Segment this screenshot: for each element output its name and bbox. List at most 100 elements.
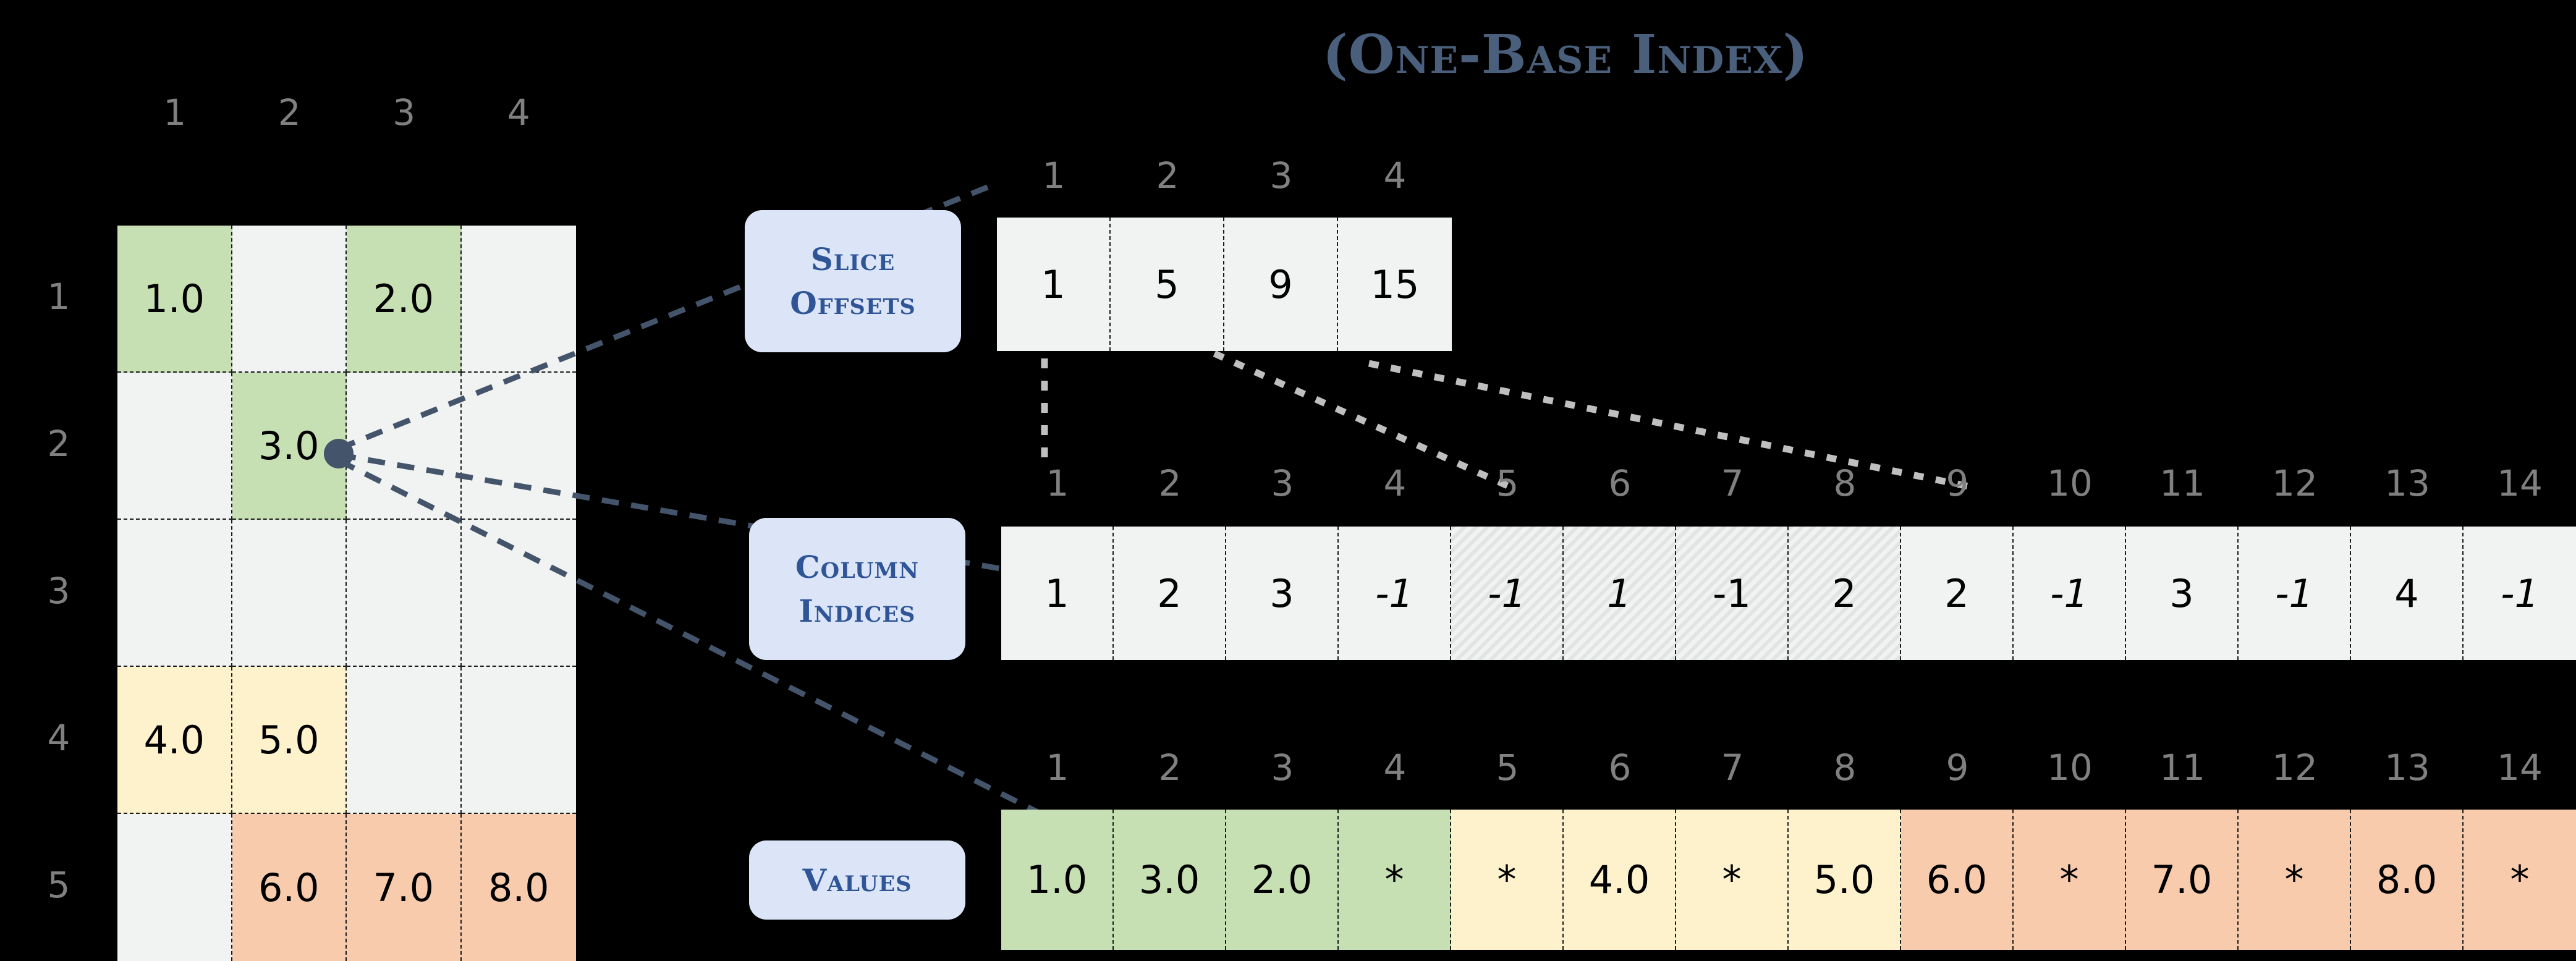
- matrix-row-header-4: 4: [47, 717, 70, 759]
- matrix-row-header-3: 3: [47, 570, 70, 612]
- column-indices-label-line1: Column: [795, 549, 920, 585]
- column-indices-header-4: 4: [1383, 462, 1407, 504]
- matrix-cell-r5-c2: 6.0: [232, 814, 347, 961]
- values-header-7: 7: [1721, 747, 1744, 789]
- values-label-text: Values: [802, 862, 912, 899]
- matrix-row: 1.0 2.0: [117, 226, 576, 373]
- slice-offsets-label-line2: Offsets: [790, 285, 916, 321]
- values-header-4: 4: [1383, 747, 1407, 789]
- values-header-13: 13: [2384, 747, 2430, 789]
- column-indices-header-14: 14: [2497, 462, 2543, 504]
- slice-offsets-label: Slice Offsets: [745, 210, 961, 352]
- matrix-cell-r1-c4: [461, 226, 576, 373]
- matrix-cell-r5-c4: 8.0: [461, 814, 576, 961]
- matrix-cell-r1-c1: 1.0: [117, 226, 232, 373]
- column-indices-header-5: 5: [1496, 462, 1519, 504]
- values-header-10: 10: [2047, 747, 2093, 789]
- matrix-cell-r2-c2: 3.0: [232, 373, 347, 520]
- values-cell-14: *: [2464, 810, 2576, 950]
- matrix-cell-r2-c1: [117, 373, 232, 520]
- slice-offsets-header-3: 3: [1269, 155, 1293, 197]
- slice-offsets-header-1: 1: [1042, 155, 1066, 197]
- matrix-cell-r1-c3: 2.0: [347, 226, 462, 373]
- column-indices-label: Column Indices: [749, 518, 965, 660]
- values-cell-10: *: [2014, 810, 2126, 950]
- column-indices-cell-3: 3: [1226, 527, 1339, 660]
- values-header-11: 11: [2159, 747, 2205, 789]
- values-cell-9: 6.0: [1901, 810, 2014, 950]
- slice-offsets-label-line1: Slice: [810, 241, 896, 277]
- matrix-row-header-5: 5: [47, 864, 70, 906]
- values-header-5: 5: [1496, 747, 1519, 789]
- column-indices-header-2: 2: [1158, 462, 1182, 504]
- column-indices-cell-4: -1: [1339, 527, 1451, 660]
- column-indices-cell-9: 2: [1901, 527, 2014, 660]
- matrix-cell-r3-c1: [117, 520, 232, 667]
- values-header-9: 9: [1946, 747, 1969, 789]
- values-cell-12: *: [2239, 810, 2351, 950]
- values-header-2: 2: [1158, 747, 1182, 789]
- column-indices-header-6: 6: [1608, 462, 1632, 504]
- matrix-cell-r5-c1: [117, 814, 232, 961]
- column-indices-cell-13: 4: [2351, 527, 2464, 660]
- matrix-col-header-1: 1: [163, 91, 187, 133]
- matrix-cell-r3-c4: [461, 520, 576, 667]
- values-header-1: 1: [1046, 747, 1069, 789]
- matrix-row: [117, 520, 576, 667]
- values-header-6: 6: [1608, 747, 1632, 789]
- column-indices-header-11: 11: [2159, 462, 2205, 504]
- column-indices-cell-2: 2: [1114, 527, 1226, 660]
- matrix-cell-r2-c3: [347, 373, 462, 520]
- values-cell-1: 1.0: [1001, 810, 1114, 950]
- column-indices-cell-1: 1: [1001, 527, 1114, 660]
- column-indices-cell-8: 2: [1789, 527, 1901, 660]
- slice-offsets-cell-1: 1: [997, 218, 1111, 351]
- column-indices-header-10: 10: [2047, 462, 2093, 504]
- values-cell-3: 2.0: [1226, 810, 1339, 950]
- column-indices-label-line2: Indices: [799, 593, 916, 629]
- column-indices-header-9: 9: [1946, 462, 1969, 504]
- matrix-col-header-4: 4: [507, 91, 530, 133]
- column-indices-cell-6: 1: [1564, 527, 1676, 660]
- values-header-12: 12: [2272, 747, 2318, 789]
- column-indices-header-7: 7: [1721, 462, 1744, 504]
- values-cell-5: *: [1451, 810, 1564, 950]
- matrix-row: 3.0: [117, 373, 576, 520]
- values-cell-11: 7.0: [2126, 810, 2239, 950]
- column-indices-cell-5: -1: [1451, 527, 1564, 660]
- column-indices-cell-11: 3: [2126, 527, 2239, 660]
- page-title: (One-Base Index): [1323, 23, 1809, 86]
- slice-offsets-cell-2: 5: [1111, 218, 1224, 351]
- matrix-col-header-3: 3: [392, 91, 416, 133]
- matrix-cell-r1-c2: [232, 226, 347, 373]
- column-indices-header-3: 3: [1271, 462, 1294, 504]
- values-cell-13: 8.0: [2351, 810, 2464, 950]
- slice-offsets-header-2: 2: [1156, 155, 1179, 197]
- slice-offsets-header-4: 4: [1383, 155, 1407, 197]
- matrix-cell-r3-c2: [232, 520, 347, 667]
- matrix-cell-r2-c4: [461, 373, 576, 520]
- matrix-cell-r4-c3: [347, 667, 462, 814]
- values-header-8: 8: [1833, 747, 1857, 789]
- matrix-row-header-2: 2: [47, 423, 70, 465]
- column-indices-cell-14: -1: [2464, 527, 2576, 660]
- column-indices-header-13: 13: [2384, 462, 2430, 504]
- column-indices-cell-7: -1: [1676, 527, 1789, 660]
- column-indices-header-1: 1: [1046, 462, 1069, 504]
- column-indices-header-12: 12: [2272, 462, 2318, 504]
- slice-offsets-cell-3: 9: [1224, 218, 1338, 351]
- values-cell-7: *: [1676, 810, 1789, 950]
- matrix-cell-r3-c3: [347, 520, 462, 667]
- matrix-cell-r4-c2: 5.0: [232, 667, 347, 814]
- column-indices-cell-10: -1: [2014, 527, 2126, 660]
- values-header-3: 3: [1271, 747, 1294, 789]
- values-cell-4: *: [1339, 810, 1451, 950]
- values-cell-8: 5.0: [1789, 810, 1901, 950]
- column-indices-header-8: 8: [1833, 462, 1857, 504]
- values-cell-2: 3.0: [1114, 810, 1226, 950]
